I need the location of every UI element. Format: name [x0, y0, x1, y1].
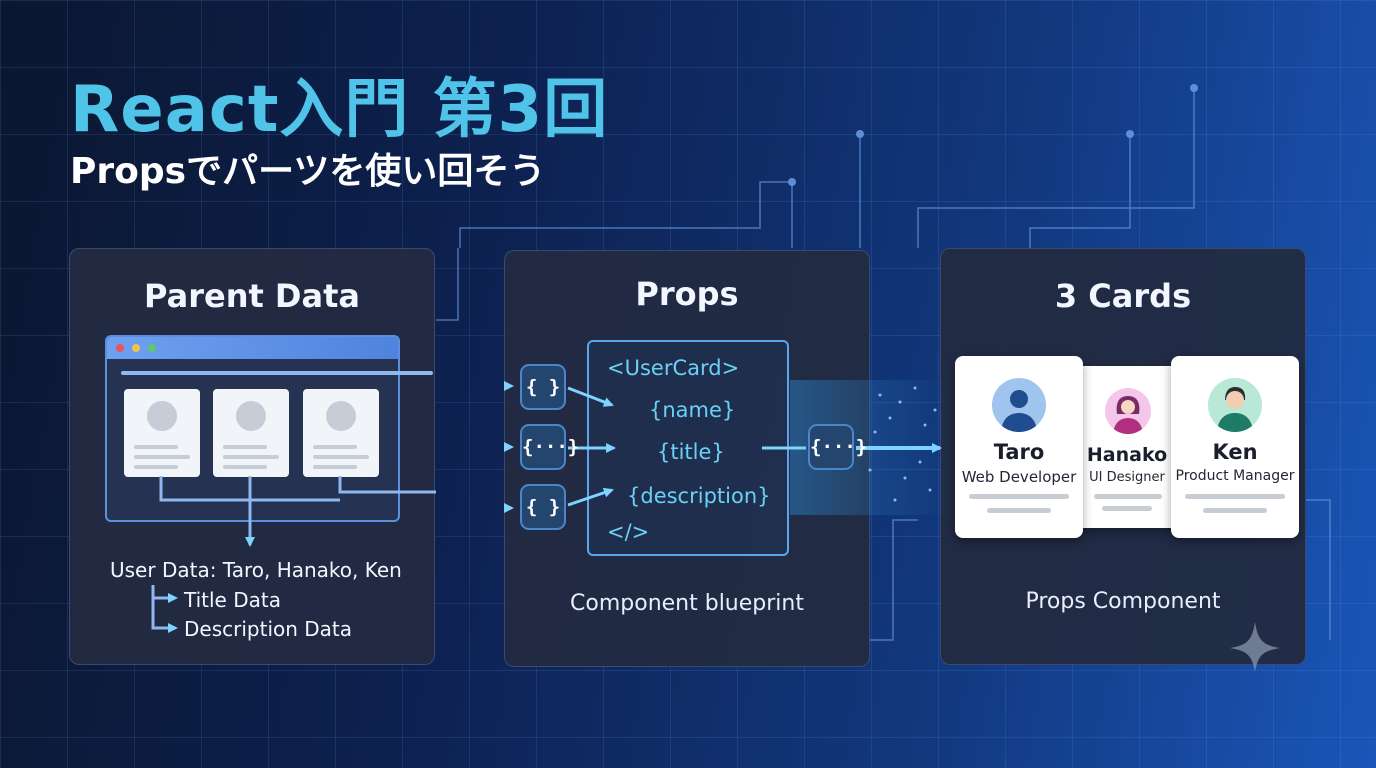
card-name: Taro	[993, 440, 1045, 464]
user-card-ken: Ken Product Manager	[1171, 356, 1299, 538]
code-prop-title: {title}	[657, 440, 725, 464]
card-line	[1102, 506, 1152, 511]
user-card-taro: Taro Web Developer	[955, 356, 1083, 538]
mini-line	[313, 455, 369, 459]
card-name: Ken	[1212, 440, 1258, 464]
code-prop-name: {name}	[649, 398, 736, 422]
usercard-code-box: <UserCard> {name} {title} {description} …	[587, 340, 789, 556]
mini-line	[134, 465, 178, 469]
title-data-label: Title Data	[184, 588, 281, 612]
cards-title: 3 Cards	[1054, 277, 1192, 315]
user-avatar-icon	[1208, 378, 1262, 432]
props-chip-description: { }	[520, 484, 566, 530]
mini-line	[313, 445, 357, 449]
user-avatar-icon	[992, 378, 1046, 432]
props-chip-output: {···}	[808, 424, 867, 470]
page-title: React入門 第3回	[70, 73, 609, 147]
description-data-label: Description Data	[184, 617, 353, 641]
mini-line	[223, 465, 267, 469]
card-line	[1094, 494, 1162, 499]
mini-line	[223, 445, 267, 449]
mini-line	[134, 445, 178, 449]
card-role: Web Developer	[961, 468, 1077, 486]
card-name: Hanako	[1086, 444, 1168, 466]
card-line	[1185, 494, 1285, 499]
user-data-label: User Data: Taro, Hanako, Ken	[110, 558, 402, 582]
parent-data-title: Parent Data	[144, 277, 360, 315]
props-caption: Component blueprint	[570, 591, 804, 616]
mini-card-1	[124, 389, 200, 477]
card-role: UI Designer	[1089, 470, 1165, 485]
mini-line	[223, 455, 279, 459]
code-prop-description: {description}	[627, 484, 771, 508]
page-subtitle: Propsでパーツを使い回そう	[70, 151, 546, 192]
mini-avatar-icon	[147, 401, 177, 431]
user-avatar-icon	[1105, 388, 1151, 434]
browser-title-bar	[107, 337, 398, 359]
sparkle-icon	[1230, 622, 1280, 672]
cards-caption: Props Component	[1025, 589, 1221, 614]
mini-line	[134, 455, 190, 459]
browser-window-icon	[105, 335, 433, 522]
mini-card-2	[213, 389, 289, 477]
card-role: Product Manager	[1175, 468, 1295, 484]
card-line	[969, 494, 1069, 499]
props-title: Props	[635, 275, 739, 313]
window-dot-green	[148, 344, 156, 352]
props-chip-name: { }	[520, 364, 566, 410]
parent-data-panel: Parent Data User Data: Taro, Hanako, Ke	[69, 248, 435, 665]
code-close-tag: </>	[607, 520, 650, 544]
window-dot-red	[116, 344, 124, 352]
props-chip-title: {···}	[520, 424, 579, 470]
mini-line	[313, 465, 357, 469]
mini-card-3	[303, 389, 379, 477]
browser-content-line	[121, 371, 433, 375]
mini-avatar-icon	[236, 401, 266, 431]
code-open-tag: <UserCard>	[607, 356, 740, 380]
window-dot-yellow	[132, 344, 140, 352]
user-card-hanako: Hanako UI Designer	[1072, 366, 1182, 528]
card-line	[987, 508, 1051, 513]
card-line	[1203, 508, 1267, 513]
mini-avatar-icon	[326, 401, 356, 431]
